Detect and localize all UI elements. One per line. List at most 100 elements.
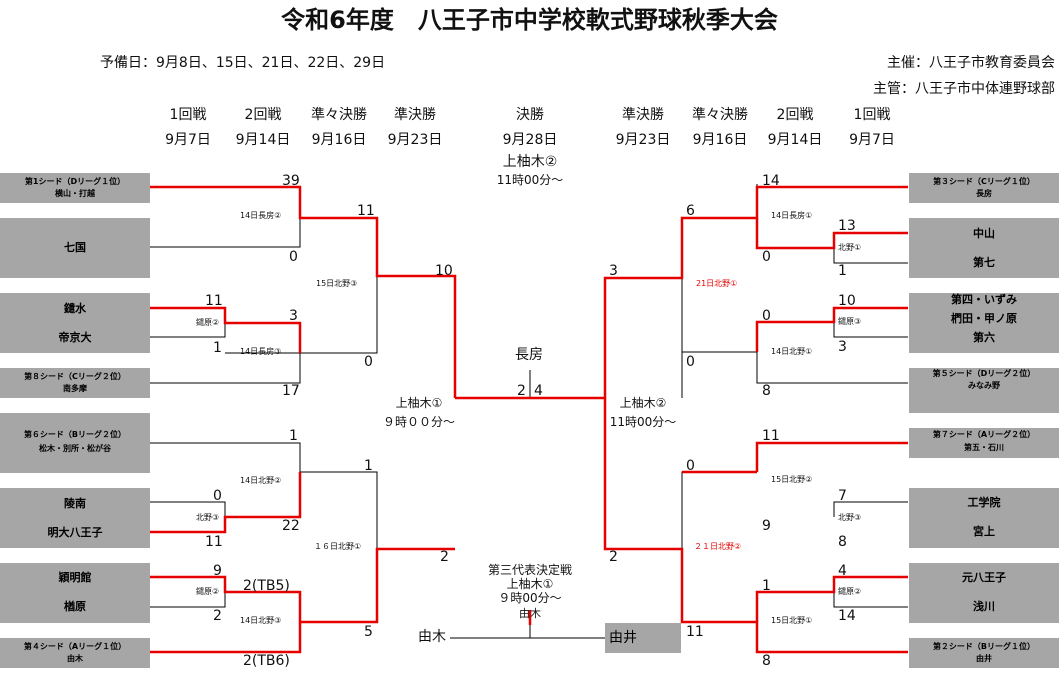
score: 2(TB5)	[243, 578, 290, 594]
round-left-2-date: 9月14日	[235, 132, 291, 148]
score: 1	[364, 458, 373, 474]
score: 2(TB6)	[243, 653, 290, 669]
score: 0	[289, 249, 298, 265]
team-right-2: 中山 第七	[909, 218, 1059, 278]
venue-label: 鑓原③	[838, 317, 862, 326]
team-right-4: 第５シード（Dリーグ２位） みなみ野	[909, 368, 1059, 413]
team-left-1: 第1シード（Dリーグ１位） 横山・打越	[0, 173, 150, 203]
score: 10	[435, 263, 453, 279]
team-left-5: 第６シード（Bリーグ２位） 松木・別所・松が谷	[0, 413, 150, 473]
round-left-3: 準々決勝	[311, 107, 367, 123]
score: 9	[762, 518, 771, 534]
round-right-1: 準決勝	[622, 107, 664, 123]
venue-label: 15日北野②	[771, 475, 813, 484]
round-right-3: 2回戦	[776, 107, 814, 123]
score: 6	[686, 203, 695, 219]
score: 8	[762, 653, 771, 669]
round-left-4: 準決勝	[394, 107, 436, 123]
third-place-team-left: 由木	[418, 629, 446, 645]
score: 2	[440, 549, 449, 565]
round-right-3-date: 9月14日	[767, 132, 823, 148]
score: 0	[213, 488, 222, 504]
final-score-left: 2	[517, 383, 526, 399]
score: 1	[289, 428, 298, 444]
score: 3	[609, 263, 618, 279]
venue-label: 21日北野①	[696, 279, 738, 288]
team-left-8: 第４シード（Aリーグ１位） 由木	[0, 638, 150, 668]
score: 8	[838, 534, 847, 550]
venue-label: 14日長房③	[240, 347, 282, 356]
semi-right-time: 11時00分～	[609, 415, 677, 429]
venue-label: 鑓原②	[838, 587, 862, 596]
venue-label: 14日長房②	[240, 211, 282, 220]
venue-label: ２１日北野②	[694, 542, 742, 551]
final-date: 9月28日	[502, 132, 558, 148]
team-left-7: 穎明館 楢原	[0, 563, 150, 623]
score: 7	[838, 488, 847, 504]
score: 9	[213, 563, 222, 579]
third-place-venue: 上柚木①	[506, 577, 554, 591]
score: 0	[686, 458, 695, 474]
third-place-team-right: 由井	[605, 623, 681, 653]
score: 17	[282, 383, 300, 399]
team-right-8: 第２シード（Bリーグ１位） 由井	[909, 638, 1059, 668]
round-left-4-date: 9月23日	[387, 132, 443, 148]
round-right-4-date: 9月7日	[849, 132, 895, 148]
score: 11	[762, 428, 780, 444]
score: 1	[762, 578, 771, 594]
venue-label: １６日北野①	[314, 542, 362, 551]
team-right-7: 元八王子 浅川	[909, 563, 1059, 623]
score: 11	[205, 534, 223, 550]
score: 8	[762, 383, 771, 399]
venue-label: 北野①	[838, 243, 862, 252]
semi-right-venue: 上柚木②	[619, 396, 667, 410]
reserve-days: 予備日：9月8日、15日、21日、22日、29日	[100, 55, 386, 71]
venue-label: 14日北野②	[240, 476, 282, 485]
venue-label: 北野③	[196, 513, 220, 522]
score: 0	[762, 249, 771, 265]
score: 3	[838, 339, 847, 355]
score: 1	[838, 263, 847, 279]
score: 13	[838, 218, 856, 234]
score: 39	[282, 173, 300, 189]
venue-label: 北野③	[838, 513, 862, 522]
score: 14	[838, 608, 856, 624]
round-right-4: 1回戦	[853, 107, 891, 123]
round-right-1-date: 9月23日	[615, 132, 671, 148]
score: 11	[205, 293, 223, 309]
score: 11	[686, 624, 704, 640]
round-left-2: 2回戦	[244, 107, 282, 123]
round-right-2: 準々決勝	[692, 107, 748, 123]
round-left-1: 1回戦	[169, 107, 207, 123]
third-place-title: 第三代表決定戦	[487, 563, 572, 577]
host-label: 主催：八王子市教育委員会	[887, 55, 1055, 71]
team-left-2: 七国	[0, 218, 150, 278]
round-left-1-date: 9月7日	[165, 132, 211, 148]
score: 2	[213, 608, 222, 624]
venue-label: 14日北野①	[771, 347, 813, 356]
final-time: 11時00分～	[496, 173, 564, 187]
venue-label: 15日北野①	[771, 616, 813, 625]
team-right-3: 第四・いずみ 椚田・甲ノ原 第六	[909, 293, 1059, 353]
team-right-6: 工学院 宮上	[909, 488, 1059, 548]
semi-left-time: ９時００分～	[382, 415, 455, 429]
third-place-winner: 由木	[519, 607, 541, 620]
score: 4	[838, 563, 847, 579]
venue-label: 15日北野③	[316, 279, 358, 288]
round-left-3-date: 9月16日	[311, 132, 367, 148]
score: 5	[364, 624, 373, 640]
final-title: 決勝	[516, 107, 544, 123]
team-left-3: 鑓水 帝京大	[0, 293, 150, 353]
champion-label: 長房	[515, 347, 543, 363]
team-right-1: 第３シード（Cリーグ１位） 長房	[909, 173, 1059, 203]
final-venue: 上柚木②	[502, 154, 558, 170]
venue-label: 14日北野③	[240, 616, 282, 625]
score: 3	[289, 308, 298, 324]
venue-label: 14日長房①	[771, 211, 813, 220]
semi-left-venue: 上柚木①	[395, 396, 443, 410]
score: 0	[762, 308, 771, 324]
score: 0	[364, 354, 373, 370]
venue-label: 鑓原②	[196, 318, 220, 327]
score: 10	[838, 293, 856, 309]
team-left-4: 第８シード（Cリーグ２位） 南多摩	[0, 368, 150, 398]
